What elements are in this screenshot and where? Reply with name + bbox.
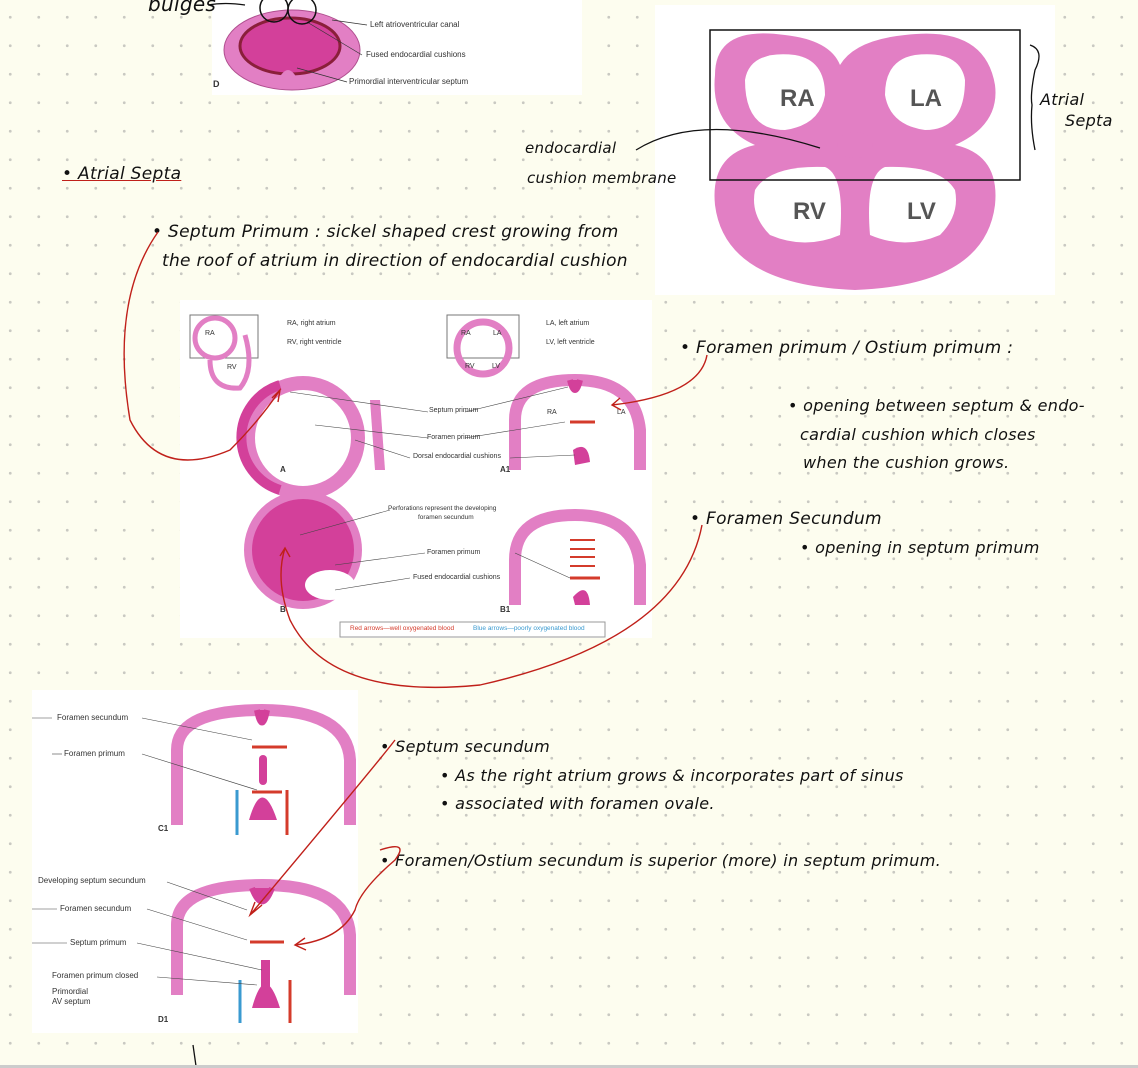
label-c-foramen-secundum: Foramen secundum xyxy=(57,713,129,722)
chamber-lv: LV xyxy=(907,198,936,225)
figure-endocardial-cushions: Left atrioventricular canal Fused endoca… xyxy=(212,0,582,95)
cushion-diagram xyxy=(223,0,368,91)
a1-ra: RA xyxy=(547,409,557,416)
panel-c1: C1 xyxy=(158,824,169,833)
figure-heart-chambers: RA LA RV LV xyxy=(655,5,1055,295)
label-b-foramen-primum: Foramen primum xyxy=(427,549,481,556)
note-foramen-primum-desc-3: when the cushion grows. xyxy=(803,453,1010,472)
note-septum-primum-1: • Septum Primum : sickel shaped crest gr… xyxy=(152,222,619,242)
note-cushion-membrane: cushion membrane xyxy=(527,169,677,187)
heart-diagram xyxy=(709,29,1021,290)
label-fused-cushions: Fused endocardial cushions xyxy=(366,50,466,59)
panel-d-label: D xyxy=(213,79,220,89)
note-septum-primum-2: the roof of atrium in direction of endoc… xyxy=(162,251,628,271)
note-bulges: bulges xyxy=(148,0,217,16)
legend-ra: RA, right atrium xyxy=(287,320,336,327)
bracket-label-atrial: Atrial xyxy=(1040,90,1085,109)
note-foramen-secundum-title: • Foramen Secundum xyxy=(690,509,882,529)
legend-lv: LV, left ventricle xyxy=(546,339,595,346)
label-developing-septum-secundum: Developing septum secundum xyxy=(38,876,146,885)
inset-right-la: LA xyxy=(493,330,502,337)
inset-right-ra: RA xyxy=(461,330,471,337)
note-foramen-secundum-desc: • opening in septum primum xyxy=(800,538,1040,557)
label-foramen-primum: Foramen primum xyxy=(427,434,481,441)
septum-primum-diagram xyxy=(189,314,646,638)
label-primordial: Primordial xyxy=(52,987,89,996)
inset-ra: RA xyxy=(205,330,215,337)
inset-right-lv: LV xyxy=(492,363,501,370)
note-septum-secundum-title: • Septum secundum xyxy=(380,737,551,756)
septum-secundum-diagram xyxy=(32,703,356,1023)
label-d-septum-primum: Septum primum xyxy=(70,938,127,947)
note-endocardial: endocardial xyxy=(525,139,617,157)
a1-la: LA xyxy=(617,409,626,416)
label-d-foramen-secundum: Foramen secundum xyxy=(60,904,132,913)
ink-stroke-bottom xyxy=(192,1044,197,1067)
note-ostium-secundum: • Foramen/Ostium secundum is superior (m… xyxy=(380,851,942,870)
label-fused-cushions-b: Fused endocardial cushions xyxy=(413,574,501,581)
panel-a: A xyxy=(280,465,286,474)
legend-la: LA, left atrium xyxy=(546,320,590,327)
panel-b1: B1 xyxy=(500,605,511,614)
legend-blue-arrows: Blue arrows—poorly oxygenated blood xyxy=(473,625,585,632)
label-foramen-primum-closed: Foramen primum closed xyxy=(52,971,139,980)
note-foramen-primum-title: • Foramen primum / Ostium primum : xyxy=(680,338,1014,358)
legend-red-arrows: Red arrows—well oxygenated blood xyxy=(350,625,455,632)
bracket-label-septa: Septa xyxy=(1065,111,1113,130)
chamber-la: LA xyxy=(910,85,942,112)
note-foramen-primum-desc-2: cardial cushion which closes xyxy=(800,425,1036,444)
chamber-ra: RA xyxy=(780,85,815,112)
panel-d1: D1 xyxy=(158,1015,169,1024)
label-c-foramen-primum: Foramen primum xyxy=(64,749,125,758)
label-primordial-iv-septum: Primordial interventricular septum xyxy=(349,77,469,86)
chamber-rv: RV xyxy=(793,198,826,225)
legend-rv: RV, right ventricle xyxy=(287,339,342,346)
inset-rv: RV xyxy=(227,364,237,371)
note-foramen-primum-desc-1: • opening between septum & endo- xyxy=(788,396,1085,415)
label-perforations-2: foramen secundum xyxy=(418,514,474,521)
note-septum-secundum-desc-1: • As the right atrium grows & incorporat… xyxy=(440,766,904,785)
label-av-septum: AV septum xyxy=(52,997,91,1006)
page-bottom-edge xyxy=(0,1065,1138,1068)
figure-septum-primum: RA RV RA, right atrium RV, right ventric… xyxy=(180,300,652,638)
label-left-av-canal: Left atrioventricular canal xyxy=(370,20,460,29)
figure-septum-secundum: Foramen secundum Foramen primum C1 Devel… xyxy=(32,690,358,1033)
note-septum-secundum-desc-2: • associated with foramen ovale. xyxy=(440,794,715,813)
label-perforations: Perforations represent the developing xyxy=(388,505,497,512)
label-septum-primum: Septum primum xyxy=(429,407,479,414)
panel-a1: A1 xyxy=(500,465,511,474)
inset-right-rv: RV xyxy=(465,363,475,370)
label-dorsal-cushions: Dorsal endocardial cushions xyxy=(413,453,501,460)
panel-b: B xyxy=(280,605,286,614)
heading-atrial-septa: • Atrial Septa xyxy=(62,164,182,184)
